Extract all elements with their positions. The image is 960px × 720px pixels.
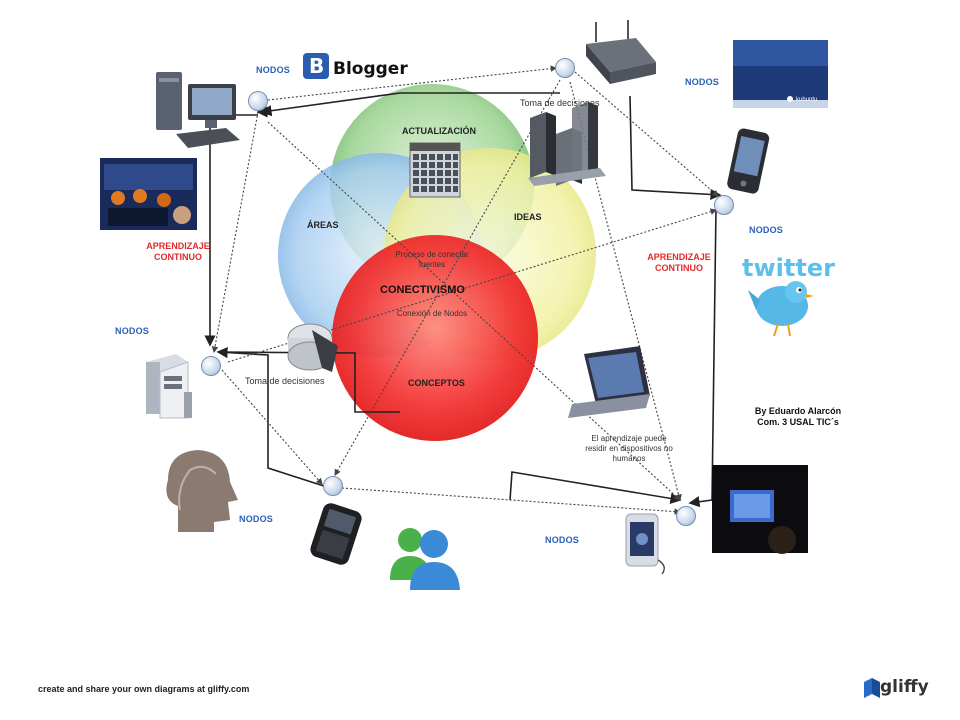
node-bottom-left (323, 476, 343, 496)
node-top-left (248, 91, 268, 111)
kubuntu-screen-icon (733, 40, 828, 108)
desktop-computer-icon (156, 72, 240, 148)
calendar-icon (409, 142, 461, 198)
aprendizaje-continuo-left: APRENDIZAJE CONTINUO (146, 241, 210, 262)
node-top-center (555, 58, 575, 78)
bar-chart-icon (528, 102, 606, 186)
nodos-label: NODOS (545, 535, 580, 545)
aprendizaje-dispositivos-label: El aprendizaje puede residir en disposit… (585, 434, 673, 463)
nodos-label: NODOS (115, 326, 150, 336)
node-left (201, 356, 221, 376)
mobile-phone-icon (727, 128, 770, 194)
monitor-photo-icon (712, 465, 808, 554)
messenger-icon (390, 528, 460, 590)
nodos-label: NODOS (685, 77, 720, 87)
gliffy-brand[interactable]: gliffy (880, 677, 929, 697)
webcam-icon (625, 513, 665, 575)
toma-decisiones-left: Toma de decisiones (245, 376, 325, 386)
toma-decisiones-top: Toma de decisiones (520, 98, 600, 108)
router-icon (586, 20, 656, 84)
head-network-icon (166, 450, 238, 532)
nodos-label: NODOS (239, 514, 274, 524)
blogger-logo-icon: B (303, 53, 329, 79)
cd-drive-icon (287, 323, 338, 372)
circle-label-conceptos: CONCEPTOS (408, 378, 465, 388)
circle-label-actualizacion: ACTUALIZACIÓN (402, 126, 476, 136)
circle-label-ideas: IDEAS (514, 212, 542, 222)
center-label-conectivismo: CONECTIVISMO (380, 284, 465, 296)
circle-label-areas: ÁREAS (307, 220, 339, 230)
nodos-label: NODOS (256, 65, 291, 75)
laptop-icon (568, 346, 650, 418)
students-photo-icon (100, 158, 197, 230)
blackberry-phone-icon (310, 503, 362, 565)
nodos-label: NODOS (749, 225, 784, 235)
svg-text:B: B (309, 54, 324, 78)
gliffy-logo-icon (864, 678, 880, 698)
server-icon (146, 354, 192, 419)
conexion-nodos-label: Conexión de Nodos (396, 309, 468, 318)
kubuntu-label: kubuntu (796, 97, 817, 103)
footer-text[interactable]: create and share your own diagrams at gl… (38, 684, 250, 694)
aprendizaje-continuo-right: APRENDIZAJE CONTINUO (647, 252, 711, 273)
node-bottom-right (676, 506, 696, 526)
proceso-conectar-label: Proceso de conectar fuentes (395, 250, 469, 269)
twitter-bird-icon (748, 281, 814, 337)
twitter-logo: twitter (742, 254, 835, 282)
node-right (714, 195, 734, 215)
blogger-logo-text: Blogger (333, 59, 408, 79)
author-credit: By Eduardo Alarcón Com. 3 USAL TIC´s (754, 406, 842, 427)
